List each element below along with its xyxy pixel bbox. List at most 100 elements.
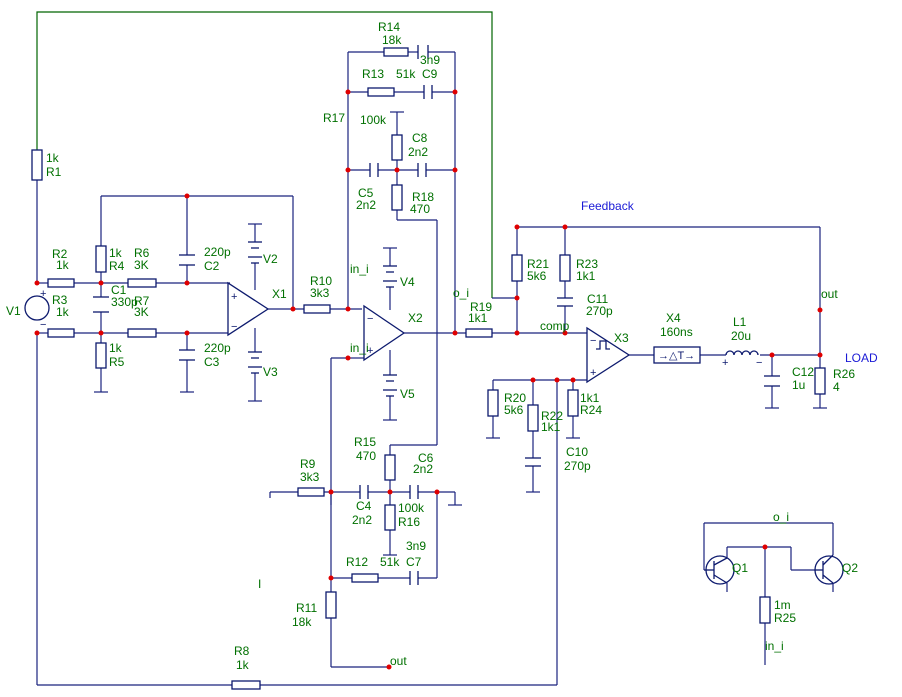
wires [36, 11, 834, 686]
label-r17: R17 [323, 111, 345, 125]
label-r9v: 3k3 [300, 470, 320, 484]
label-r18: R18 [412, 190, 434, 204]
capacitor-c9b[interactable] [417, 45, 429, 59]
battery-v3[interactable] [248, 351, 262, 374]
resistor-r14[interactable] [383, 47, 409, 57]
label-r26: R26 [833, 367, 855, 381]
resistor-r8[interactable] [231, 680, 261, 690]
label-x2: X2 [408, 311, 423, 325]
label-r23v: 1k1 [576, 269, 596, 283]
net-label-in-i-upper: in_i [350, 262, 369, 276]
label-r5: R5 [109, 355, 125, 369]
label-r25: R25 [774, 611, 796, 625]
label-r23: R23 [576, 257, 598, 271]
label-r4: R4 [109, 259, 125, 273]
label-r15v: 470 [356, 449, 376, 463]
battery-v4[interactable] [383, 265, 397, 288]
label-r4v: 1k [109, 246, 123, 260]
resistor-r3[interactable] [47, 328, 75, 338]
label-c7v: 3n9 [406, 539, 426, 553]
resistor-r7[interactable] [127, 328, 157, 338]
capacitor-c1[interactable] [93, 296, 109, 313]
label-r16: R16 [398, 515, 420, 529]
label-c4v: 2n2 [352, 513, 372, 527]
resistor-r10[interactable] [303, 304, 331, 314]
label-c9: C9 [422, 67, 438, 81]
resistor-r26[interactable] [814, 367, 826, 395]
resistor-r17[interactable] [391, 134, 403, 161]
resistor-r1[interactable] [31, 149, 43, 181]
resistor-r11[interactable] [325, 591, 337, 619]
voltage-source-v1[interactable]: + − [24, 288, 50, 331]
label-c5v: 2n2 [356, 198, 376, 212]
label-c8v: 2n2 [408, 145, 428, 159]
transistor-q1[interactable] [704, 555, 735, 585]
svg-text:−: − [367, 313, 373, 325]
svg-text:−: − [40, 319, 46, 331]
capacitor-c11[interactable] [557, 297, 573, 307]
label-c3: C3 [204, 355, 220, 369]
label-c7: C7 [406, 555, 422, 569]
resistor-r19[interactable] [465, 328, 493, 338]
resistor-r22[interactable] [527, 404, 539, 432]
opamp-x2[interactable]: − + [363, 304, 406, 362]
label-r13v: 51k [396, 67, 416, 81]
svg-text:−: − [590, 335, 596, 347]
label-c11v: 270p [586, 304, 613, 318]
label-r24v: 1k1 [580, 391, 600, 405]
label-c11: C11 [587, 292, 608, 306]
label-c6v: 2n2 [413, 462, 433, 476]
svg-text:−: − [756, 357, 762, 369]
resistor-r15[interactable] [384, 454, 396, 481]
resistor-r13[interactable] [367, 87, 395, 97]
capacitor-c5[interactable] [369, 163, 379, 177]
resistor-r21[interactable] [511, 254, 523, 282]
resistor-r23[interactable] [559, 254, 571, 282]
label-r17v: 100k [360, 113, 387, 127]
label-c12v: 1u [792, 378, 805, 392]
resistor-r6[interactable] [127, 278, 157, 288]
opamp-x1[interactable]: + − [227, 281, 270, 337]
net-label-in-i-q: in_i [765, 639, 784, 653]
capacitor-c4[interactable] [359, 485, 369, 499]
label-r2: R2 [52, 247, 68, 261]
resistor-r4[interactable] [95, 245, 107, 273]
capacitor-c9[interactable] [423, 85, 433, 99]
capacitor-c10[interactable] [525, 457, 541, 467]
label-q2: Q2 [842, 561, 858, 575]
capacitors [93, 45, 780, 585]
label-r10: R10 [310, 274, 332, 288]
label-q1: Q1 [732, 561, 748, 575]
capacitor-c6[interactable] [409, 485, 419, 499]
net-label-comp: comp [540, 319, 570, 333]
label-r8: R8 [234, 644, 250, 658]
capacitor-c2[interactable] [179, 254, 195, 266]
inductor-l1[interactable]: + − [722, 350, 762, 369]
battery-v5[interactable] [383, 374, 397, 397]
transistor-q2[interactable] [814, 554, 844, 585]
capacitor-c3[interactable] [179, 349, 195, 361]
capacitor-c8[interactable] [417, 163, 427, 177]
label-r21v: 5k6 [527, 269, 547, 283]
resistor-r2[interactable] [47, 278, 75, 288]
resistor-r9[interactable] [297, 487, 325, 497]
resistor-r5[interactable] [95, 342, 107, 369]
resistor-r18[interactable] [391, 184, 403, 211]
label-c9v: 3n9 [420, 53, 440, 67]
resistor-r12[interactable] [351, 573, 379, 583]
resistor-r24[interactable] [567, 389, 579, 417]
resistor-r20[interactable] [487, 389, 499, 417]
resistor-r25[interactable] [759, 596, 771, 624]
resistor-r16[interactable] [384, 504, 396, 531]
capacitor-c7[interactable] [409, 571, 419, 585]
delay-line-x4[interactable]: →△T→ [653, 346, 701, 364]
opamp-x3[interactable]: − + [586, 326, 631, 384]
battery-v2[interactable] [248, 241, 262, 264]
label-r2v: 1k [56, 258, 70, 272]
capacitor-c12[interactable] [764, 375, 780, 387]
label-r25v: 1m [774, 598, 791, 612]
svg-text:→△T→: →△T→ [658, 350, 695, 362]
net-label-o-i-q: o_i [773, 510, 789, 524]
label-v3: V3 [263, 365, 278, 379]
